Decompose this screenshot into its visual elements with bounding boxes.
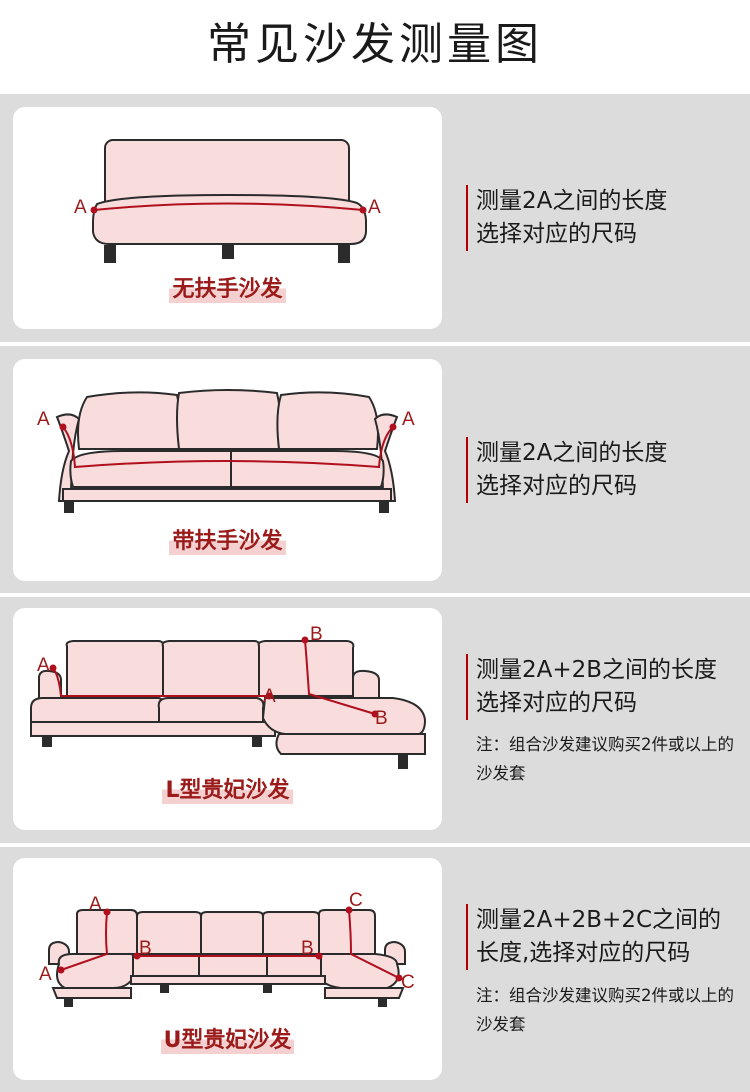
sofa-type-label: 无扶手沙发 [13,271,442,303]
measure-instruction: 测量2A之间的长度 选择对应的尺码 [466,437,667,503]
point-label: A [39,964,52,985]
point-label: A [368,197,381,218]
armless-sofa-illustration: A A [74,139,381,263]
measure-instruction: 测量2A+2B+2C之间的 长度,选择对应的尺码 [466,904,721,970]
combination-note: 注：组合沙发建议购买2件或以上的沙发套 [476,986,734,1034]
l-sofa-illustration: A A B B [30,624,427,769]
armrest-sofa-illustration: A A [37,389,415,513]
page-title: 常见沙发测量图 [207,19,543,70]
point-label: A [263,686,276,707]
sofa-type-label: U型贵妃沙发 [13,1022,442,1054]
point-label: B [310,624,323,645]
point-label: A [37,409,50,430]
measure-instruction: 测量2A+2B之间的长度 选择对应的尺码 [466,654,717,720]
sofa-type-label: L型贵妃沙发 [13,772,442,804]
point-label: B [301,938,314,959]
point-label: A [89,894,102,915]
point-label: A [74,197,87,218]
card-armless-sofa: A A 无扶手沙发 [13,107,442,329]
card-l-shaped-sofa: A A B B L型贵妃沙发 [13,608,442,830]
sofa-type-label: 带扶手沙发 [13,523,442,555]
point-label: B [139,938,152,959]
point-label: A [402,409,415,430]
divider [0,843,750,847]
header: 常见沙发测量图 [0,0,750,94]
combination-note: 注：组合沙发建议购买2件或以上的沙发套 [476,735,734,783]
divider [0,593,750,597]
point-label: A [37,655,50,676]
card-armrest-sofa: A A 带扶手沙发 [13,359,442,581]
u-sofa-illustration: A A B B C C [39,890,415,1007]
point-label: C [401,972,415,993]
divider [0,342,750,346]
measure-instruction: 测量2A之间的长度 选择对应的尺码 [466,185,667,251]
point-label: B [375,708,388,729]
point-label: C [349,890,363,911]
card-u-shaped-sofa: A A B B C C U型贵妃沙发 [13,858,442,1080]
